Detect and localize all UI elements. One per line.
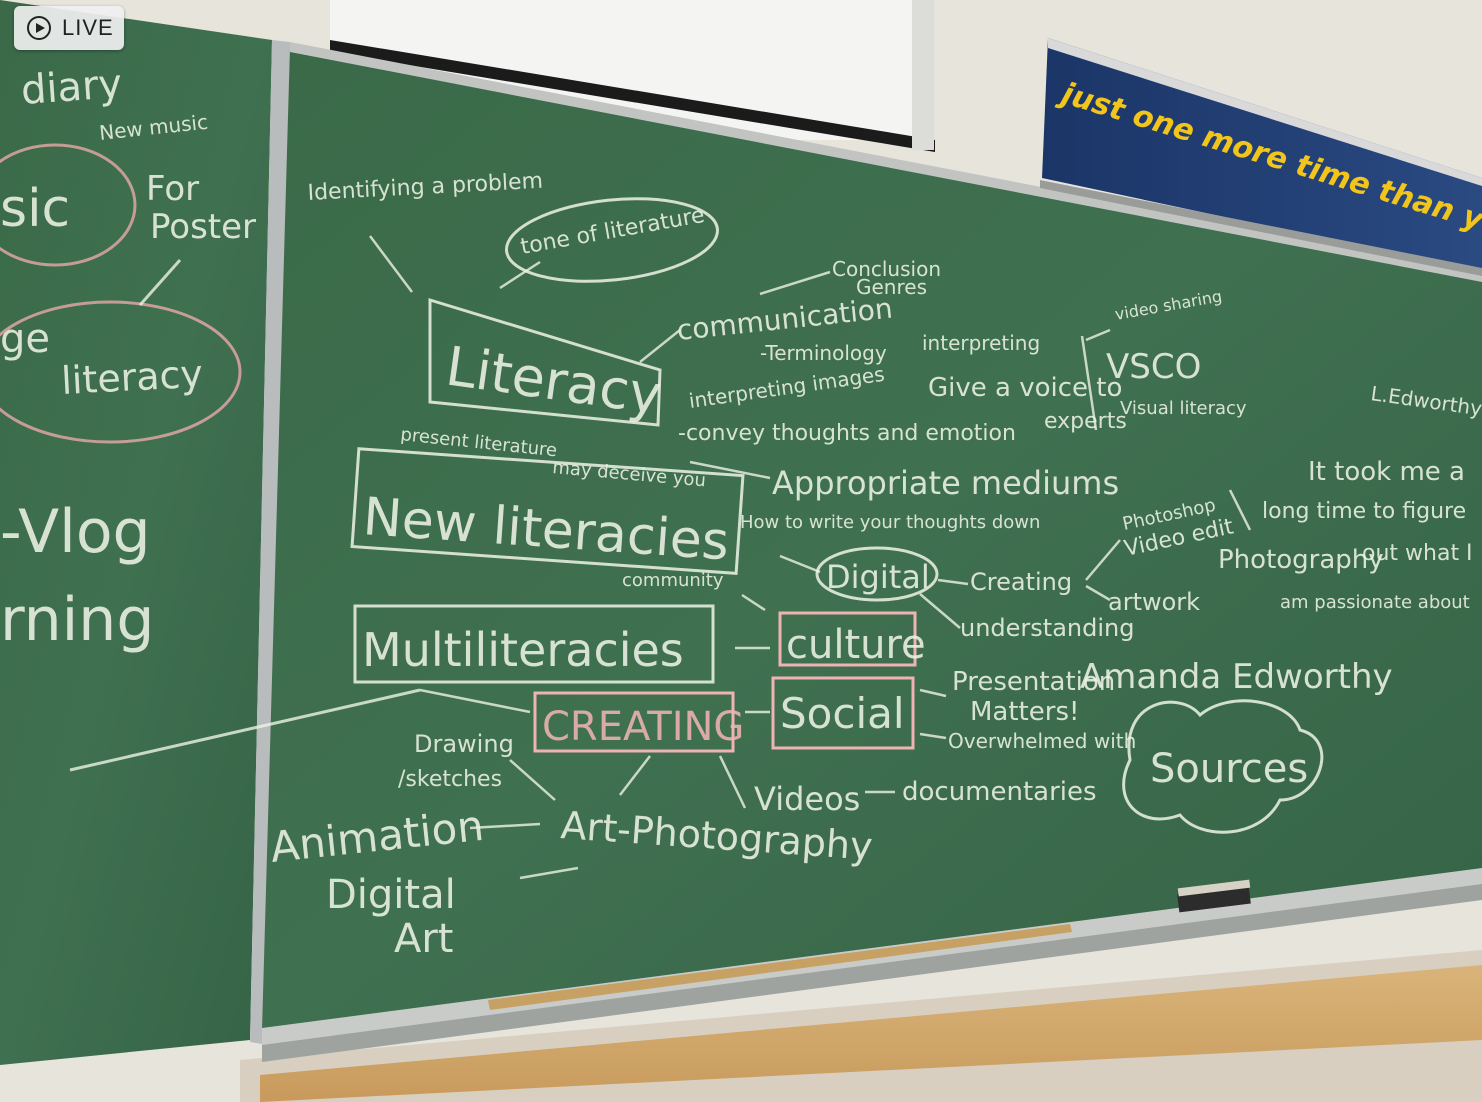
live-badge[interactable]: LIVE — [14, 6, 124, 50]
note-sources: Sources — [1150, 746, 1308, 792]
note-artwork: artwork — [1108, 588, 1200, 616]
left-music-circle — [0, 143, 137, 267]
note-deceive: may deceive you — [552, 457, 707, 491]
note-overwhelmed: Overwhelmed with — [948, 729, 1136, 753]
note-digital-art-1: Digital — [326, 872, 456, 918]
note-genres: Genres — [856, 275, 927, 299]
note-amanda: Amanda Edworthy — [1080, 657, 1393, 697]
wood-rail — [260, 965, 1482, 1102]
digital-oval — [815, 546, 939, 602]
new-literacies-term: New literacies — [361, 487, 731, 572]
new-literacies-box — [350, 447, 745, 575]
note-conclusion: Conclusion — [832, 257, 941, 281]
note-documentaries: documentaries — [902, 777, 1097, 807]
culture-box — [778, 611, 917, 667]
left-board-text: diary New music sic For Poster ge litera… — [0, 61, 421, 772]
digital-term: Digital — [826, 558, 930, 596]
chalk-connectors — [369, 235, 1252, 880]
note-drawing: Drawing — [414, 730, 514, 758]
note-presentation: Presentation — [952, 667, 1115, 697]
sources-cloud — [1122, 699, 1324, 834]
note-interpreting-images: interpreting images — [687, 362, 886, 413]
literacy-box — [428, 297, 662, 427]
creating-box — [533, 691, 735, 753]
note-matters: Matters! — [970, 697, 1079, 727]
note-community: community — [622, 570, 724, 591]
creating-term: CREATING — [542, 704, 744, 750]
note-tone: tone of literature — [519, 203, 707, 260]
left-diary: diary — [19, 61, 123, 114]
ruler — [488, 924, 1072, 1010]
note-understanding: understanding — [960, 614, 1134, 642]
main-chalkboard — [262, 46, 1482, 1030]
note-long-time: long time to figure — [1262, 499, 1466, 524]
left-music: sic — [0, 179, 70, 239]
note-passionate: am passionate about — [1280, 592, 1470, 613]
note-videos: Videos — [754, 780, 860, 818]
note-appropriate: Appropriate mediums — [772, 464, 1119, 502]
note-digital-art-2: Art — [394, 916, 454, 962]
note-how-to-write: How to write your thoughts down — [740, 512, 1040, 533]
social-box — [771, 676, 915, 750]
left-for: For — [146, 169, 199, 209]
culture-term: culture — [786, 622, 926, 668]
left-chalkboard — [0, 0, 272, 1065]
note-identifying: Identifying a problem — [307, 169, 544, 206]
note-vsco: VSCO — [1106, 347, 1201, 387]
note-out-what: out what I — [1362, 541, 1473, 566]
note-animation: Animation — [268, 801, 486, 872]
note-convey: -convey thoughts and emotion — [678, 421, 1016, 446]
play-circle-icon — [27, 16, 51, 40]
left-literacy: literacy — [60, 352, 204, 403]
note-terminology: -Terminology — [760, 341, 887, 365]
left-ge: ge — [0, 316, 50, 362]
left-vlog: -Vlog — [0, 497, 151, 567]
multiliteracies-term: Multiliteracies — [362, 623, 684, 677]
tone-oval — [504, 197, 720, 283]
note-communication: communication — [675, 292, 894, 347]
note-l-edworthy: L.Edworthy — [1369, 381, 1482, 420]
social-term: Social — [780, 689, 905, 738]
multiliteracies-box — [353, 604, 715, 684]
note-sketches: /sketches — [398, 767, 502, 792]
left-literacy-circle — [0, 300, 242, 444]
note-interpreting: interpreting — [922, 331, 1040, 355]
motivational-banner — [1042, 38, 1482, 272]
note-it-took: It took me a — [1308, 457, 1465, 487]
note-give-voice: Give a voice to — [928, 373, 1122, 403]
note-experts: experts — [1044, 409, 1127, 434]
left-poster: Poster — [150, 207, 256, 247]
left-rning: rning — [0, 585, 154, 655]
live-label: LIVE — [62, 15, 114, 40]
note-photography-right: Photography — [1218, 545, 1384, 575]
left-new-music: New music — [98, 110, 209, 145]
note-visual-literacy: Visual literacy — [1120, 398, 1247, 419]
note-video-sharing: video sharing — [1113, 286, 1223, 324]
note-creating: Creating — [970, 568, 1072, 596]
